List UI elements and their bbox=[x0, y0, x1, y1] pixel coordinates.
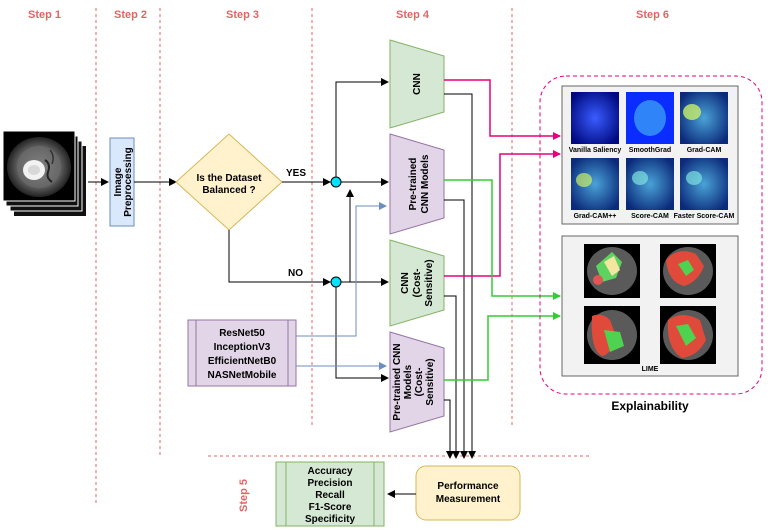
step-dividers bbox=[95, 8, 592, 505]
backbones-box bbox=[187, 319, 297, 387]
backbone-efficientnetb0: EfficientNetB0 bbox=[208, 356, 277, 367]
pretrained-cost-block bbox=[389, 331, 445, 433]
label-grad-cam-pp: Grad-CAM++ bbox=[574, 213, 617, 220]
cnn-cost-label-2: (Cost- bbox=[412, 269, 423, 298]
cnn-cost-block bbox=[389, 239, 445, 327]
step2-label: Step 2 bbox=[114, 9, 147, 21]
performance-label-1: Performance bbox=[437, 481, 499, 492]
pretrained-cost-label-2: Models bbox=[403, 364, 414, 399]
pretrained-label-1: Pre-trained bbox=[408, 158, 419, 211]
metric-precision: Precision bbox=[307, 478, 352, 489]
backbone-inceptionv3: InceptionV3 bbox=[214, 342, 271, 353]
performance-label-2: Measurement bbox=[436, 494, 501, 505]
vanilla-saliency-image bbox=[571, 92, 619, 144]
no-label: NO bbox=[288, 268, 303, 279]
label-smoothgrad: SmoothGrad bbox=[629, 147, 671, 154]
metric-specificity: Specificity bbox=[305, 514, 355, 525]
decision-label-1: Is the Dataset bbox=[196, 173, 262, 184]
pretrained-label-2: CNN Models bbox=[420, 154, 431, 213]
lime-image-1 bbox=[584, 244, 640, 298]
lime-image-2 bbox=[660, 244, 716, 298]
performance-box bbox=[415, 465, 521, 521]
backbone-resnet50: ResNet50 bbox=[219, 328, 265, 339]
cnn-label: CNN bbox=[412, 73, 423, 95]
pretrained-cost-label-1: Pre-trained CNN bbox=[392, 343, 403, 420]
pretrained-block bbox=[389, 133, 445, 235]
label-faster-score-cam: Faster Score-CAM bbox=[674, 213, 735, 220]
step5-label: Step 5 bbox=[238, 479, 250, 512]
score-cam-image bbox=[626, 158, 674, 210]
cnn-cost-label-3: Sensitive) bbox=[424, 259, 435, 306]
no-junction bbox=[330, 276, 342, 288]
metric-accuracy: Accuracy bbox=[307, 466, 352, 477]
pretrained-cost-label-4: Sensitive) bbox=[425, 358, 436, 405]
cnn-block bbox=[389, 39, 445, 129]
metric-recall: Recall bbox=[315, 490, 345, 501]
label-vanilla-saliency: Vanilla Saliency bbox=[569, 147, 622, 154]
metrics-box bbox=[275, 461, 385, 527]
label-score-cam: Score-CAM bbox=[631, 213, 669, 220]
lime-image-3 bbox=[584, 306, 640, 364]
lime-image-4 bbox=[660, 306, 716, 364]
preprocessing-label-2: Preprocessing bbox=[123, 147, 134, 216]
preprocessing-label-1: Image bbox=[113, 167, 124, 196]
decision-label-2: Balanced ? bbox=[202, 185, 255, 196]
pretrained-cost-label-3: (Cost- bbox=[414, 368, 425, 397]
mri-image-stack bbox=[2, 130, 86, 216]
yes-junction bbox=[330, 176, 342, 188]
step4-label: Step 4 bbox=[396, 9, 430, 21]
explainability-label: Explainability bbox=[611, 399, 689, 413]
preprocessing-box bbox=[109, 137, 135, 227]
step3-label: Step 3 bbox=[226, 9, 259, 21]
metric-f1-score: F1-Score bbox=[309, 502, 352, 513]
cnn-cost-label-1: CNN bbox=[400, 272, 411, 294]
lime-label: LIME bbox=[642, 366, 659, 373]
backbone-nasnetmobile: NASNetMobile bbox=[208, 370, 277, 381]
label-grad-cam: Grad-CAM bbox=[687, 147, 722, 154]
explainability-region bbox=[539, 75, 763, 395]
faster-score-cam-image bbox=[680, 158, 728, 210]
step1-label: Step 1 bbox=[28, 9, 61, 21]
step6-label: Step 6 bbox=[636, 9, 669, 21]
yes-label: YES bbox=[286, 168, 306, 179]
